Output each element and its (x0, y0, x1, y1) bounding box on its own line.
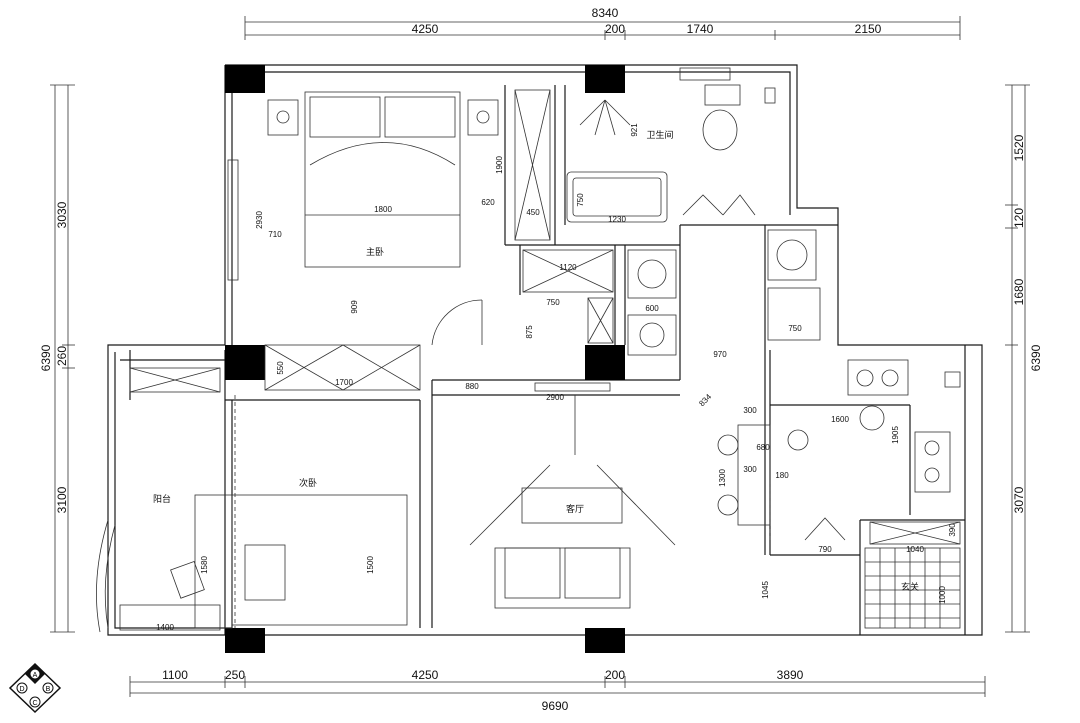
dim-300-a: 300 (743, 406, 757, 415)
dim-909: 909 (350, 300, 359, 314)
dim-750-bath: 750 (576, 193, 585, 207)
dim-1400: 1400 (156, 623, 174, 632)
dim-left-total: 6390 (39, 344, 53, 371)
dim-1120: 1120 (559, 263, 577, 272)
legend-a: A (33, 672, 38, 679)
dim-750-closet: 750 (546, 298, 560, 307)
dim-450: 450 (526, 208, 540, 217)
dim-1905: 1905 (891, 426, 900, 444)
room-balcony: 阳台 (153, 493, 171, 504)
dim-600: 600 (645, 304, 659, 313)
dim-880: 880 (465, 382, 479, 391)
inner-dimension-labels: 1800 710 2930 620 1900 450 750 1230 921 … (156, 123, 957, 632)
dim-left-seg-1: 3030 (55, 201, 69, 228)
dim-550: 550 (276, 361, 285, 375)
dim-1230: 1230 (608, 215, 626, 224)
dim-970: 970 (713, 350, 727, 359)
dim-top-seg-1: 4250 (412, 22, 439, 36)
dim-left-seg-2: 260 (55, 346, 69, 366)
legend-c: C (32, 700, 37, 707)
room-entrance: 玄关 (901, 581, 919, 592)
legend-d: D (19, 686, 24, 693)
dim-bottom-seg-2: 250 (225, 668, 245, 682)
walls (107, 64, 983, 636)
dim-right-seg-4: 3070 (1012, 486, 1026, 513)
dim-390: 390 (948, 523, 957, 537)
dim-710: 710 (268, 230, 282, 239)
dim-right-seg-3: 1680 (1012, 278, 1026, 305)
dim-right-seg-1: 1520 (1012, 134, 1026, 161)
dim-top-total: 8340 (592, 6, 619, 20)
room-second-bedroom: 次卧 (299, 477, 317, 488)
dim-2930: 2930 (255, 211, 264, 229)
furniture (96, 67, 961, 633)
dim-680: 680 (756, 443, 770, 452)
dim-1580: 1580 (200, 556, 209, 574)
dim-bottom-total: 9690 (542, 699, 569, 713)
dim-790: 790 (818, 545, 832, 554)
dim-bottom-seg-5: 3890 (777, 668, 804, 682)
dim-1040: 1040 (906, 545, 924, 554)
dim-bottom-seg-1: 1100 (162, 668, 188, 682)
dim-bottom-seg-4: 200 (605, 668, 625, 682)
dim-1045: 1045 (761, 581, 770, 599)
room-living: 客厅 (566, 503, 584, 514)
dim-bottom-seg-3: 4250 (412, 668, 439, 682)
columns (225, 65, 625, 653)
dim-620: 620 (481, 198, 495, 207)
dim-1500: 1500 (366, 556, 375, 574)
dim-875: 875 (525, 325, 534, 339)
dim-right-seg-2: 120 (1012, 208, 1026, 228)
dim-bed-width: 1800 (374, 205, 392, 214)
orientation-symbol: A B C D (8, 662, 62, 714)
dim-921: 921 (630, 123, 639, 137)
dim-834: 834 (697, 392, 713, 408)
room-master-bedroom: 主卧 (366, 246, 384, 257)
dim-top-seg-2: 200 (605, 22, 625, 36)
dim-top-seg-3: 1740 (687, 22, 714, 36)
dim-top-seg-4: 2150 (855, 22, 882, 36)
dim-1700: 1700 (335, 378, 353, 387)
dim-1600: 1600 (831, 415, 849, 424)
dim-180: 180 (775, 471, 789, 480)
dimension-labels: 8340 4250 200 1740 2150 1100 250 4250 20… (39, 6, 1043, 713)
dim-1300: 1300 (718, 469, 727, 487)
dim-2900: 2900 (546, 393, 564, 402)
dim-300-b: 300 (743, 465, 757, 474)
dim-750-laundry: 750 (788, 324, 802, 333)
room-bathroom: 卫生间 (646, 129, 673, 140)
dim-1000: 1000 (938, 586, 947, 604)
dim-right-total: 6390 (1029, 344, 1043, 371)
room-labels: 主卧 卫生间 次卧 阳台 客厅 玄关 (153, 129, 919, 592)
dim-1900: 1900 (495, 156, 504, 174)
dim-left-seg-3: 3100 (55, 486, 69, 513)
legend-b: B (46, 686, 51, 693)
dimension-lines (50, 16, 1030, 697)
